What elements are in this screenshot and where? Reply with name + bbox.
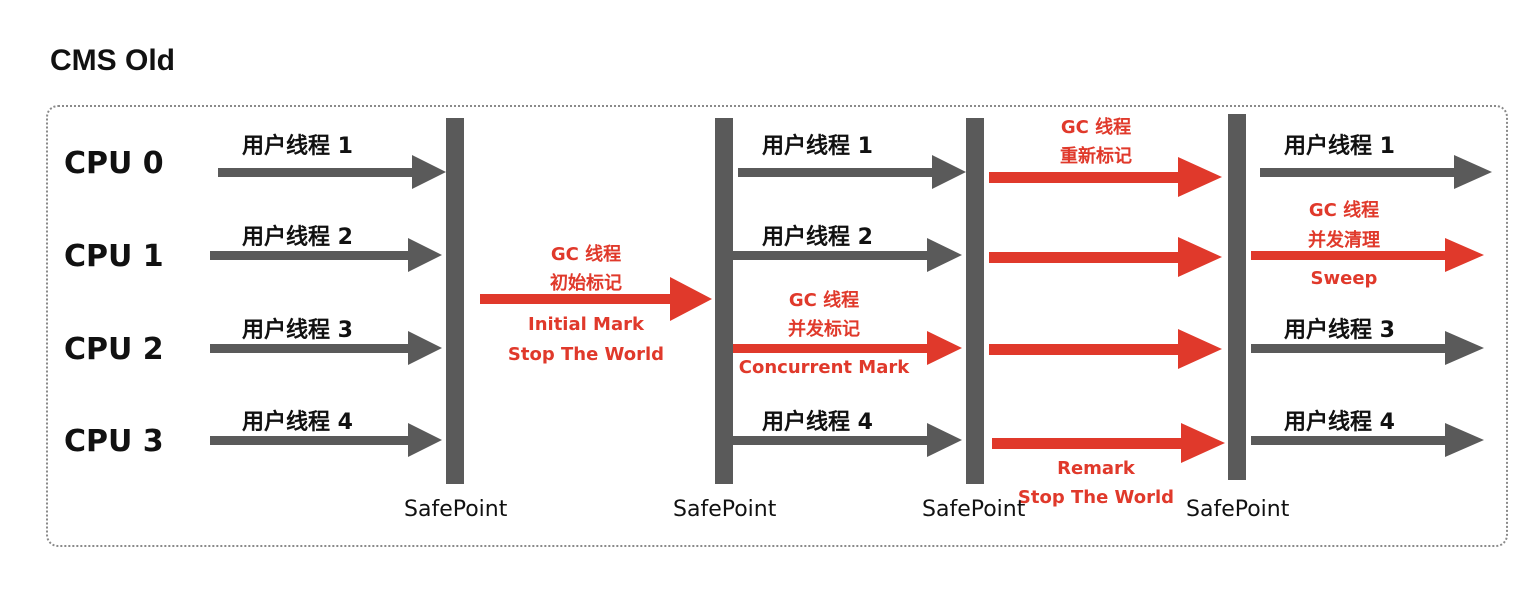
concurrent-mark-en1: Concurrent Mark [738,357,910,378]
concurrent-mark-line2: 并发标记 [788,319,860,340]
safepoint-label-2: SafePoint [673,497,777,522]
sweep-line1: GC 线程 [1308,200,1380,221]
phase2-arrows [733,155,966,457]
p4-thread-label-3: 用户线程 3 [1284,318,1395,343]
safepoint-label-4: SafePoint [1186,497,1290,522]
sweep-en1: Sweep [1310,268,1378,289]
p2-thread-label-1: 用户线程 1 [762,134,873,159]
remark-en1: Remark [1057,458,1135,479]
initial-mark-line1: GC 线程 [550,244,622,265]
initial-mark-en1: Initial Mark [528,314,644,335]
p1-thread-label-1: 用户线程 1 [242,134,353,159]
cpu-label-1: CPU 1 [64,239,164,274]
remark-arrows [989,157,1225,463]
safepoint-bar-2 [715,118,733,484]
diagram-title: CMS Old [50,44,175,77]
p1-thread-label-2: 用户线程 2 [242,225,353,250]
initial-mark-line2: 初始标记 [550,273,622,294]
safepoint-label-1: SafePoint [404,497,508,522]
p2-thread-label-4: 用户线程 4 [762,410,873,435]
diagram-frame [46,105,1508,547]
p2-thread-label-2: 用户线程 2 [762,225,873,250]
safepoint-bar-1 [446,118,464,484]
p4-thread-label-1: 用户线程 1 [1284,134,1395,159]
cpu-label-0: CPU 0 [64,146,164,181]
safepoint-bar-3 [966,118,984,484]
p1-thread-label-3: 用户线程 3 [242,318,353,343]
initial-mark-en2: Stop The World [507,344,665,365]
phase1-arrows [210,155,446,457]
remark-line2: 重新标记 [1060,146,1132,167]
cpu-label-3: CPU 3 [64,424,164,459]
p4-thread-label-4: 用户线程 4 [1284,410,1395,435]
p1-thread-label-4: 用户线程 4 [242,410,353,435]
remark-en2: Stop The World [1017,487,1175,508]
safepoint-label-3: SafePoint [922,497,1026,522]
cpu-label-2: CPU 2 [64,332,164,367]
safepoint-bar-4 [1228,114,1246,480]
sweep-line2: 并发清理 [1308,230,1380,251]
phase4-arrows [1251,155,1492,457]
initial-mark-arrow [480,277,712,321]
remark-line1: GC 线程 [1060,117,1132,138]
concurrent-mark-line1: GC 线程 [788,290,860,311]
